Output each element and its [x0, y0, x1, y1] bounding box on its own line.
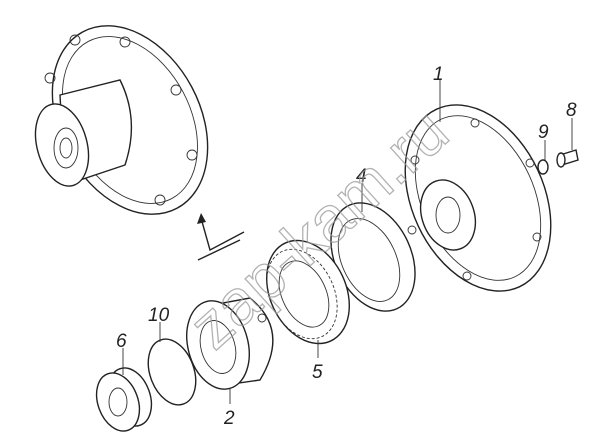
callout-5: 5	[312, 362, 323, 383]
part-1-cover	[404, 104, 552, 292]
part-6-small-bearing	[95, 367, 153, 432]
leader-lines	[122, 80, 573, 404]
callout-8: 8	[566, 100, 577, 121]
callout-10: 10	[148, 305, 170, 326]
part-9-washer	[537, 159, 549, 175]
callout-1: 1	[433, 64, 444, 85]
callout-6: 6	[116, 331, 127, 352]
part-8-bolt	[556, 149, 579, 168]
part-5-bearing	[265, 239, 351, 345]
part-2-sleeve	[186, 297, 274, 390]
assembled-housing	[34, 25, 209, 215]
callout-4: 4	[356, 166, 367, 187]
direction-arrow	[197, 213, 245, 261]
callout-9: 9	[538, 122, 549, 143]
callout-2: 2	[223, 408, 235, 429]
